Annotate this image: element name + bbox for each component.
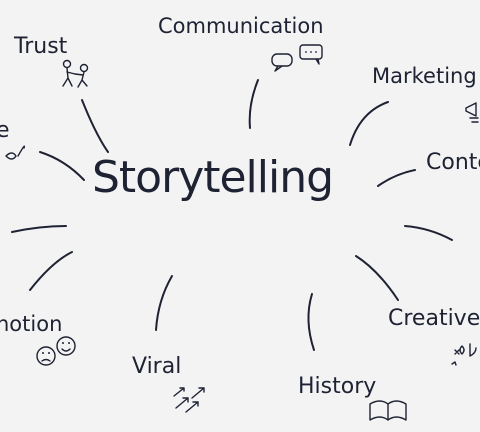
spoke-viral [155, 275, 173, 331]
center-topic-label: Storytelling [92, 152, 334, 203]
spoke-trust [81, 99, 109, 153]
sparkle-doodles-icon [451, 343, 477, 366]
speech-bubbles-icon [271, 44, 323, 72]
spoke-creative [355, 255, 399, 301]
topic-marketing: Marketing [372, 64, 477, 88]
smiley-faces-icon [36, 336, 76, 366]
topic-creative: Creative [388, 306, 480, 331]
topic-history: History [298, 374, 377, 399]
spoke-edge-left [39, 151, 85, 181]
arrows-icon [173, 387, 205, 413]
topic-left-truncated: e [0, 118, 10, 143]
topic-trust: Trust [14, 34, 68, 59]
spoke-content [377, 169, 416, 187]
spoke-history [307, 293, 315, 351]
topic-communication: Communication [158, 14, 324, 38]
spoke-left-mid [11, 225, 67, 233]
topic-emotion: notion [0, 312, 63, 336]
spoke-marketing [349, 101, 389, 146]
topic-viral: Viral [132, 354, 182, 379]
spoke-right-mid [404, 225, 453, 241]
megaphone-icon [465, 102, 479, 123]
handshake-figures-icon [62, 59, 89, 88]
topic-content: Conte [426, 150, 480, 175]
spoke-emotion [29, 251, 73, 291]
swirl-icon [5, 145, 26, 160]
open-book-icon [369, 400, 407, 421]
spoke-communication [248, 79, 259, 129]
